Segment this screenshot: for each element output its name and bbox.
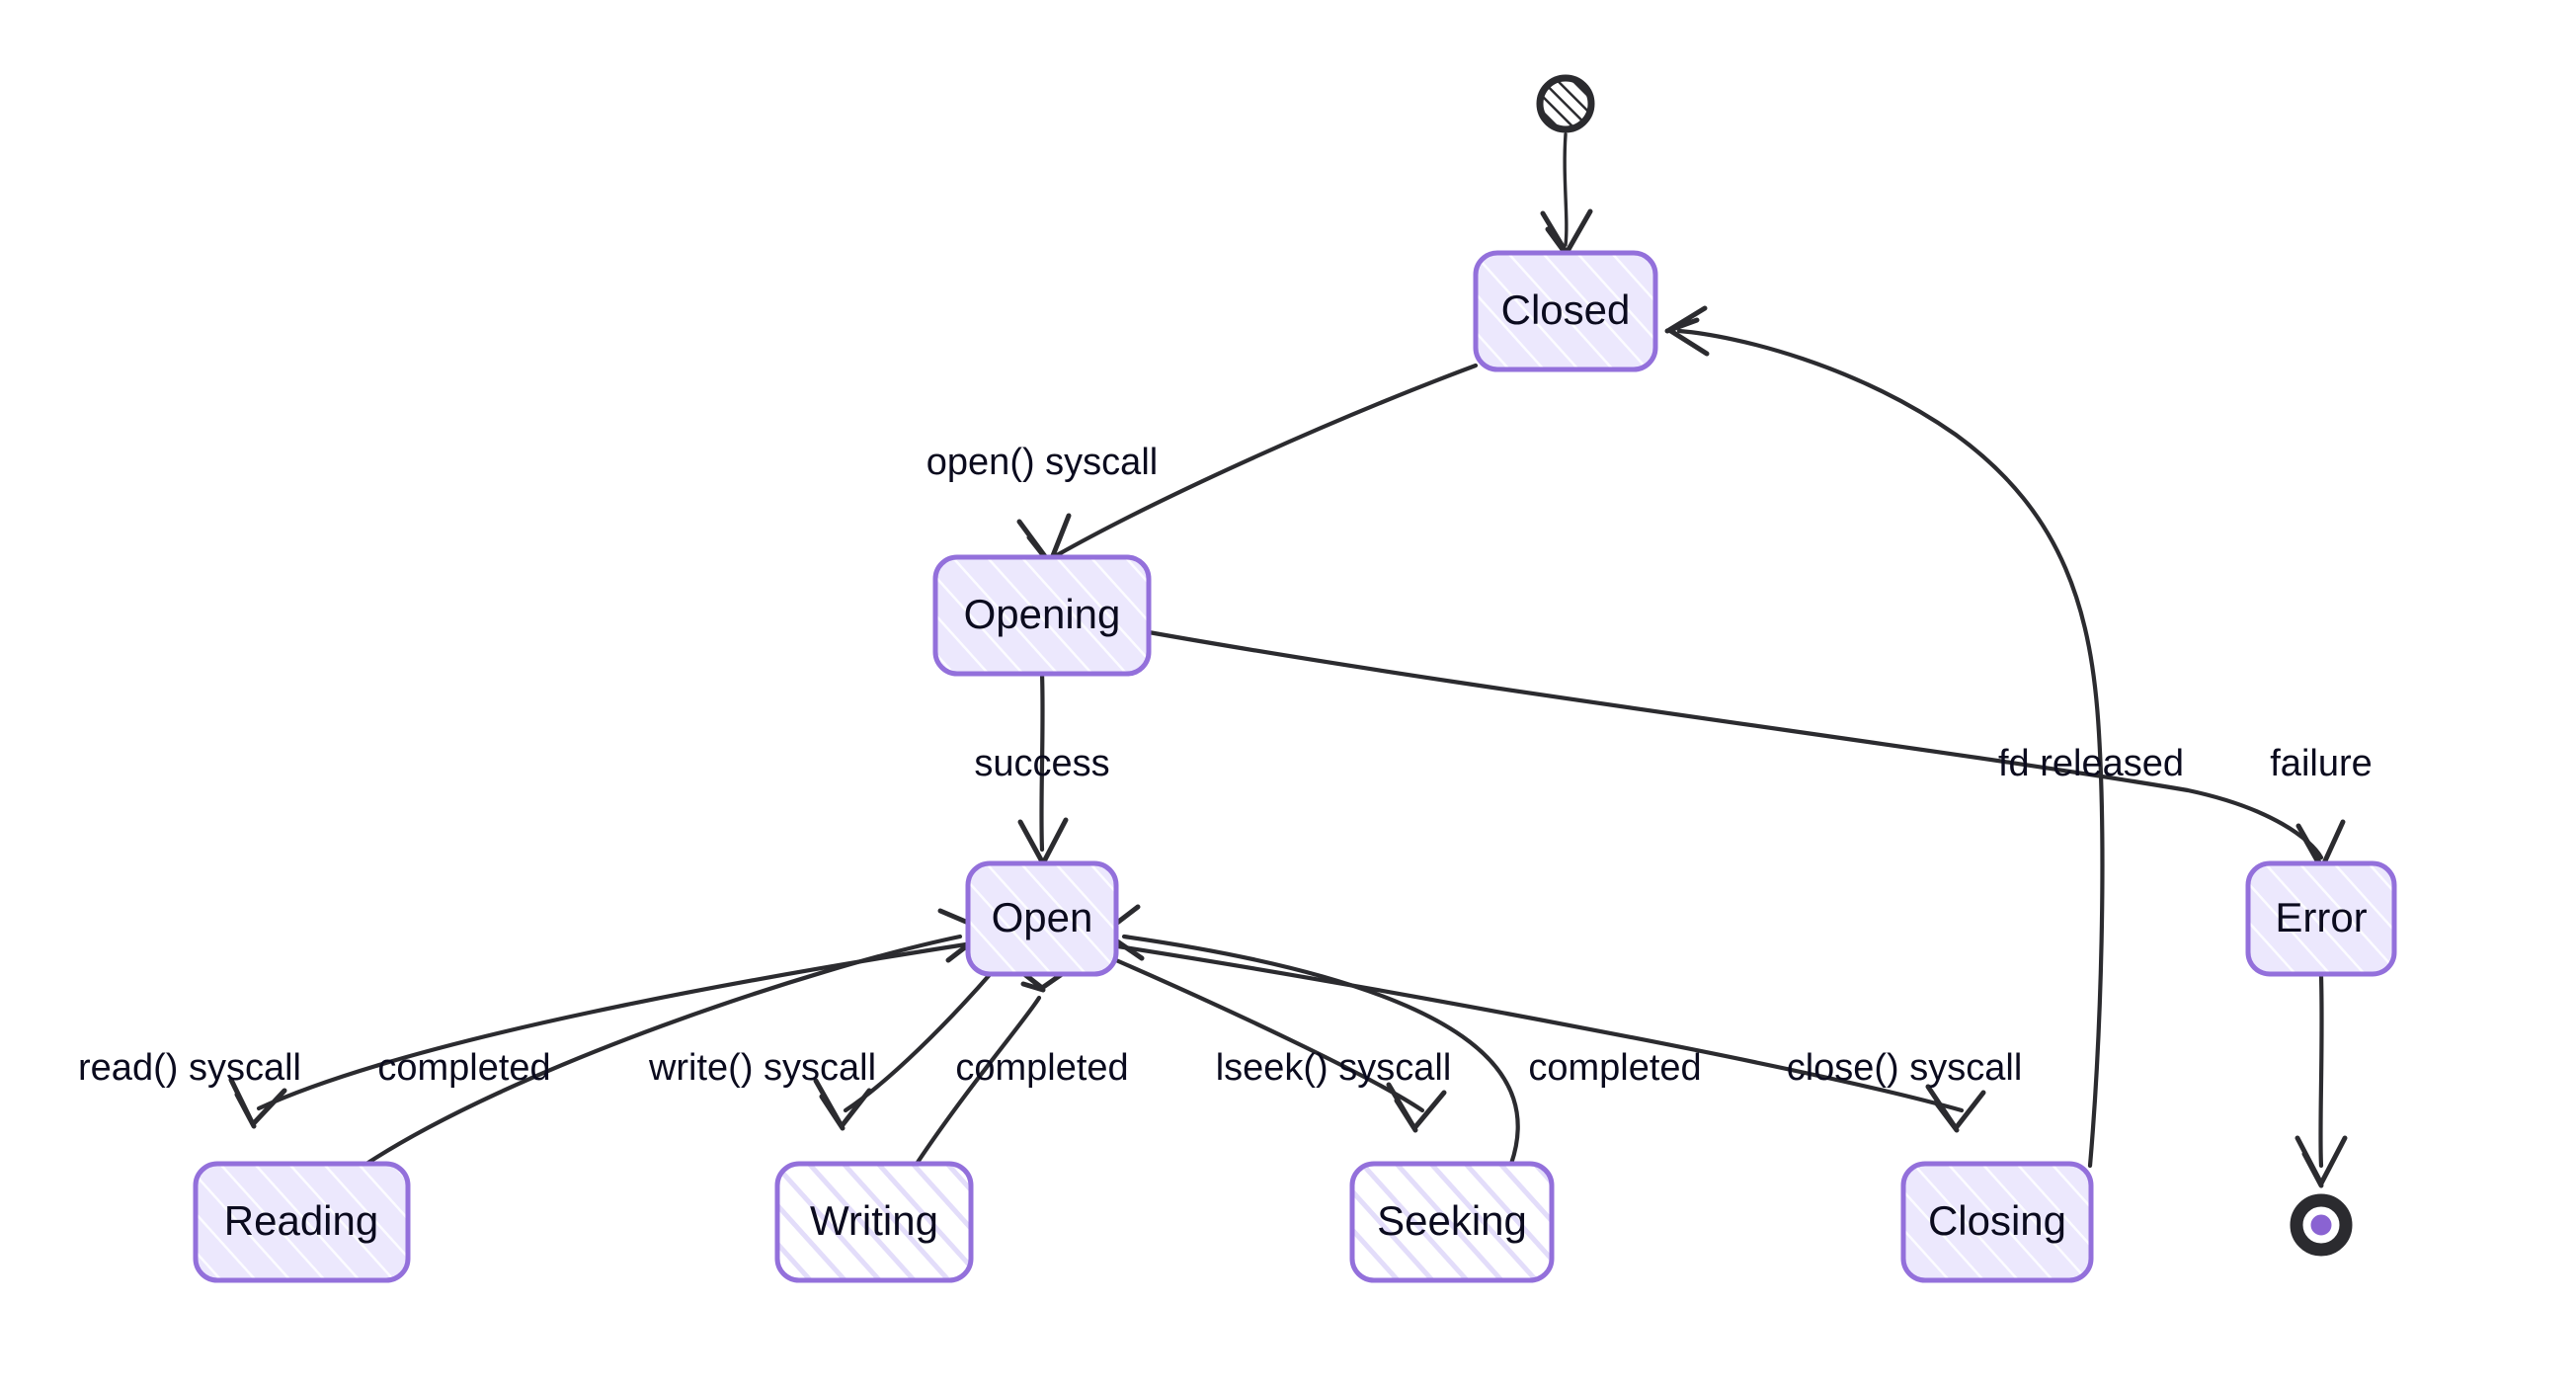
edge-label-close-syscall: close() syscall — [1787, 1047, 2023, 1089]
reading-node-shape — [193, 1161, 411, 1283]
closing-node-label: Closing — [1928, 1197, 2066, 1244]
edge-open-to-reading — [228, 941, 969, 1129]
start-node — [1536, 74, 1595, 133]
end-node — [2290, 1193, 2353, 1257]
writing-node-shape — [774, 1161, 974, 1283]
seeking-node-shape — [1349, 1161, 1555, 1283]
state-node-closing[interactable]: Closing — [1900, 1161, 2094, 1283]
edge-open-to-writing — [813, 967, 997, 1131]
edge-labels-layer: open() syscall success failure read() sy… — [78, 442, 2373, 1089]
state-node-open[interactable]: Open — [965, 860, 1119, 977]
edge-label-open-syscall: open() syscall — [926, 442, 1158, 483]
state-node-closed[interactable]: Closed — [1473, 250, 1658, 372]
open-node-shape — [965, 860, 1119, 977]
open-node-label: Open — [992, 894, 1093, 940]
edge-closing-to-closed — [1664, 305, 2105, 1169]
edge-label-completed-read: completed — [377, 1047, 550, 1089]
writing-node-label: Writing — [810, 1197, 938, 1244]
edge-label-completed-write: completed — [955, 1047, 1128, 1089]
edge-open-to-seeking — [1113, 957, 1447, 1133]
edge-error-to-end — [2294, 973, 2348, 1188]
error-node-shape — [2245, 860, 2397, 977]
edge-label-read-syscall: read() syscall — [78, 1047, 301, 1089]
closed-node-shape — [1473, 250, 1658, 372]
error-node-label: Error — [2275, 894, 2367, 940]
state-node-reading[interactable]: Reading — [193, 1161, 411, 1283]
state-node-writing[interactable]: Writing — [774, 1161, 974, 1283]
edge-label-lseek-syscall: lseek() syscall — [1216, 1047, 1452, 1089]
edge-label-write-syscall: write() syscall — [648, 1047, 876, 1089]
edges-layer — [228, 132, 2348, 1188]
state-node-seeking[interactable]: Seeking — [1349, 1161, 1555, 1283]
seeking-node-label: Seeking — [1377, 1197, 1527, 1244]
opening-node-label: Opening — [964, 591, 1121, 637]
edge-label-fd-released: fd released — [1998, 743, 2184, 784]
state-node-error[interactable]: Error — [2245, 860, 2397, 977]
reading-node-label: Reading — [224, 1197, 378, 1244]
state-node-opening[interactable]: Opening — [932, 554, 1152, 677]
edge-label-completed-seek: completed — [1528, 1047, 1701, 1089]
closed-node-label: Closed — [1501, 286, 1631, 333]
edge-start-to-closed — [1540, 132, 1593, 258]
edge-open-to-closing — [1115, 943, 1986, 1133]
edge-label-failure: failure — [2270, 743, 2373, 784]
closing-node-shape — [1900, 1161, 2094, 1283]
edge-seeking-to-open — [1101, 904, 1520, 1167]
edge-label-success: success — [974, 743, 1109, 784]
edge-reading-to-open — [361, 908, 990, 1169]
opening-node-shape — [932, 554, 1152, 677]
